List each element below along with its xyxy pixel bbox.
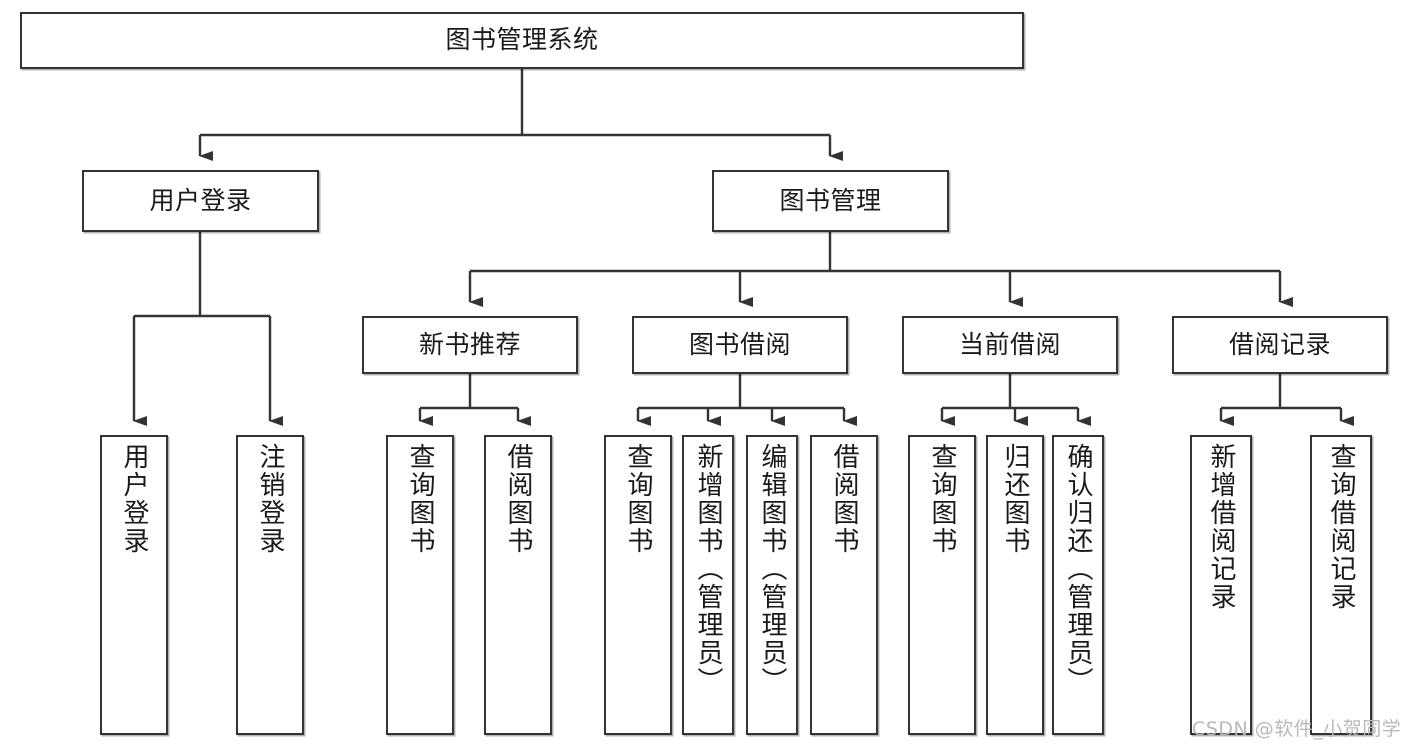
node-borrow-record-label: 借阅记录 xyxy=(1228,329,1331,359)
node-leaf-borrow-book-b[interactable]: 借阅图书 xyxy=(810,435,878,735)
node-user-login-label: 用户登录 xyxy=(149,185,252,215)
node-leaf-label: 新增图书（管理员） xyxy=(693,443,723,695)
node-leaf-label: 新增借阅记录 xyxy=(1206,443,1236,611)
node-leaf-borrow-book-a[interactable]: 借阅图书 xyxy=(484,435,552,735)
node-leaf-label: 编辑图书（管理员） xyxy=(757,443,787,695)
node-leaf-label: 用户登录 xyxy=(119,443,149,555)
node-leaf-label: 确认归还（管理员） xyxy=(1063,443,1093,695)
node-root-system[interactable]: 图书管理系统 xyxy=(20,12,1024,69)
node-leaf-label: 借阅图书 xyxy=(503,443,533,555)
node-borrow-record[interactable]: 借阅记录 xyxy=(1172,316,1388,374)
node-leaf-user-login[interactable]: 用户登录 xyxy=(100,435,168,735)
node-new-book-recommend[interactable]: 新书推荐 xyxy=(362,316,578,374)
node-leaf-query-book-a[interactable]: 查询图书 xyxy=(386,435,454,735)
node-book-borrow[interactable]: 图书借阅 xyxy=(632,316,848,374)
node-book-management-label: 图书管理 xyxy=(779,185,882,215)
node-current-borrow-label: 当前借阅 xyxy=(958,329,1061,359)
node-leaf-edit-book-admin[interactable]: 编辑图书（管理员） xyxy=(746,435,798,735)
node-user-login[interactable]: 用户登录 xyxy=(82,170,319,232)
node-leaf-label: 查询图书 xyxy=(623,443,653,555)
node-leaf-query-book-b[interactable]: 查询图书 xyxy=(604,435,672,735)
node-leaf-add-borrow-record[interactable]: 新增借阅记录 xyxy=(1190,435,1252,735)
node-root-label: 图书管理系统 xyxy=(445,25,599,55)
node-leaf-return-book[interactable]: 归还图书 xyxy=(986,435,1044,735)
node-leaf-logout-login[interactable]: 注销登录 xyxy=(236,435,304,735)
node-leaf-query-book-c[interactable]: 查询图书 xyxy=(908,435,976,735)
node-leaf-add-book-admin[interactable]: 新增图书（管理员） xyxy=(682,435,734,735)
node-book-borrow-label: 图书借阅 xyxy=(688,329,791,359)
node-leaf-label: 归还图书 xyxy=(1000,443,1030,555)
node-leaf-label: 查询图书 xyxy=(405,443,435,555)
node-leaf-label: 查询借阅记录 xyxy=(1326,443,1356,611)
node-leaf-label: 注销登录 xyxy=(255,443,285,555)
node-leaf-query-borrow-record[interactable]: 查询借阅记录 xyxy=(1310,435,1372,735)
node-current-borrow[interactable]: 当前借阅 xyxy=(902,316,1118,374)
node-leaf-confirm-return-admin[interactable]: 确认归还（管理员） xyxy=(1052,435,1104,735)
node-book-management[interactable]: 图书管理 xyxy=(712,170,949,232)
node-new-book-recommend-label: 新书推荐 xyxy=(418,329,521,359)
node-leaf-label: 借阅图书 xyxy=(829,443,859,555)
node-leaf-label: 查询图书 xyxy=(927,443,957,555)
